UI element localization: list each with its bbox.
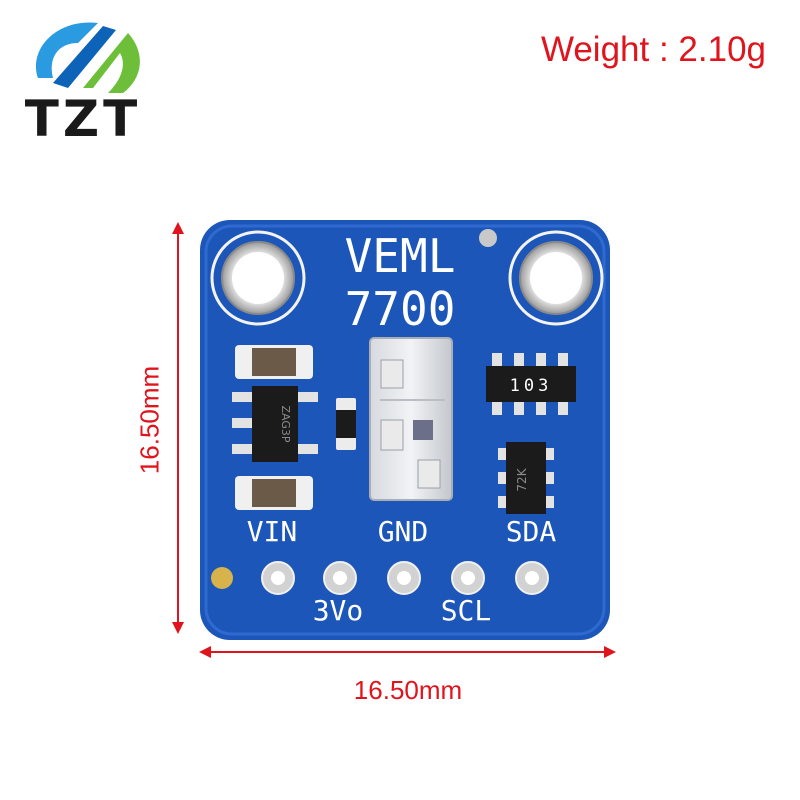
- pin-pads: [261, 561, 549, 595]
- regulator-chip-label: ZAG3P: [279, 405, 292, 442]
- pin-label-scl: SCL: [441, 594, 492, 627]
- capacitor-bottom: [235, 476, 313, 510]
- width-dimension-label: 16.50mm: [353, 675, 463, 705]
- board-title-line2: 7700: [345, 282, 456, 336]
- height-dimension-label: 16.50mm: [134, 365, 165, 475]
- mounting-hole-right: [508, 230, 604, 326]
- pin-label-gnd: GND: [378, 515, 429, 548]
- pin-label-sda: SDA: [506, 515, 557, 548]
- light-sensor: [369, 337, 453, 501]
- resistor-network: 103: [486, 353, 576, 415]
- resistor-network-label: 103: [510, 376, 553, 396]
- mounting-hole-left: [210, 230, 306, 326]
- capacitor-top: [235, 345, 313, 379]
- weight-label: Weight : 2.10g: [540, 30, 766, 69]
- logo-text: TZT: [24, 90, 142, 148]
- pin-label-vin: VIN: [247, 515, 298, 548]
- regulator-chip: ZAG3P: [232, 386, 318, 462]
- board-title-line1: VEML: [345, 229, 456, 283]
- small-chip: 72K: [498, 442, 554, 514]
- tzt-logo-icon: [36, 22, 140, 93]
- small-resistor: [336, 398, 356, 450]
- small-chip-label: 72K: [515, 467, 529, 491]
- pin-label-3vo: 3Vo: [313, 594, 364, 627]
